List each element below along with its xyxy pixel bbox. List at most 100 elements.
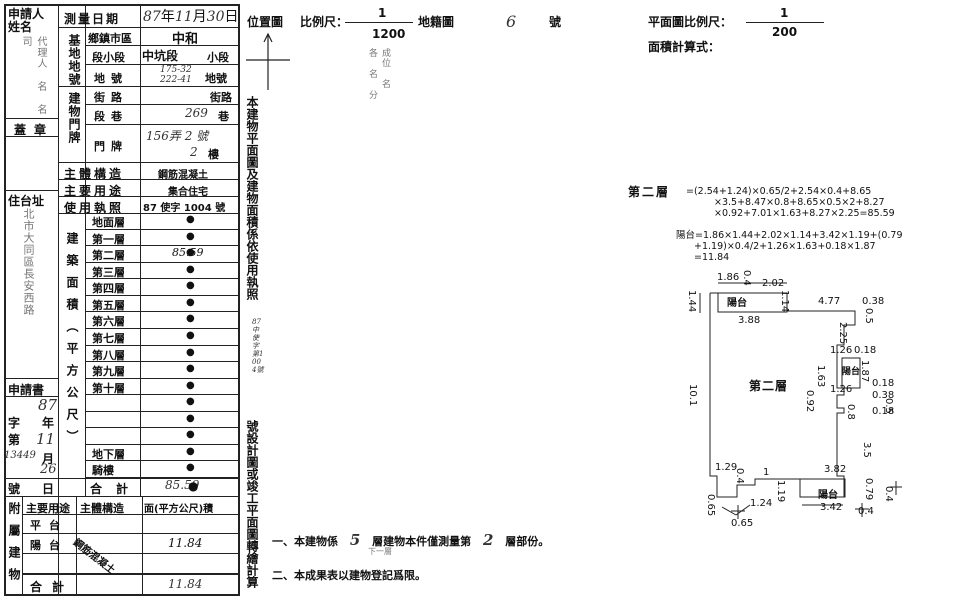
scale-line (345, 22, 413, 23)
applicant-value: 代理人 名 名 司 (20, 36, 46, 115)
plan-dimension-label: 1.26 (830, 345, 853, 356)
floor-row: 第九層● (86, 362, 240, 379)
district-divider (86, 45, 240, 46)
lane-unit: 巷 (218, 110, 229, 123)
floor-mark: ● (186, 313, 195, 325)
side-balcony (841, 357, 861, 389)
floor-col-sep (140, 328, 141, 345)
cadastral-label: 地籍圖 (418, 15, 455, 29)
floor-mark: ● (186, 263, 195, 275)
license-small: 87中使字第1004號 (252, 318, 264, 374)
floor-name: 地面層 (92, 216, 125, 229)
form-col-divider (58, 4, 59, 596)
floor-col-sep (140, 312, 141, 328)
balcony-line-1: 陽台=1.86×1.44+2.02×1.14+3.42×1.19+(0.79 (676, 230, 903, 241)
license-value: 87 使字 1004 號 (143, 203, 226, 214)
floor-mark: ● (186, 230, 195, 242)
lot-divider (59, 86, 240, 87)
structure-value: 鋼筋混凝土 (158, 170, 208, 181)
street-divider (86, 104, 240, 105)
floor-name: 第四層 (92, 282, 125, 296)
plan-dimension-label: 0.92 (804, 390, 815, 413)
plan-dimension-label: 1.29 (715, 462, 738, 473)
application-divider (4, 378, 59, 379)
app-year-label: 字 (8, 416, 21, 430)
section-value: 中坑段 (142, 49, 179, 63)
calc-line-1: =(2.54+1.24)×0.65/2+2.54×0.4+8.65 (686, 186, 872, 197)
floor-unit: 樓 (208, 148, 219, 161)
floor-row: ● (86, 395, 240, 412)
calc-floor-title: 第二層 (628, 185, 671, 199)
scale-den: 1200 (372, 27, 406, 41)
address-top-divider (4, 190, 59, 191)
plan-dimension-label: 1.87 (859, 360, 870, 383)
location-note: 成位 名 各 名 分 (367, 48, 390, 100)
plan-dimension-label: 0.4 (858, 506, 874, 517)
floor-name: 第一層 (92, 232, 125, 246)
license-label: 使用執照 (64, 201, 125, 215)
floor-total-label: 合計 (90, 482, 143, 496)
form-col-divider-2 (85, 4, 86, 496)
survey-date: 87年11月30日 (143, 6, 238, 26)
attached-col-1 (22, 496, 23, 596)
floor-mark: ● (186, 329, 195, 341)
district-value: 中和 (172, 32, 199, 47)
attached-use-header: 主要用途 (26, 502, 70, 515)
plan-dimension-label: 2.02 (762, 278, 785, 289)
floor-mark: ● (186, 429, 195, 441)
floor-name: 第九層 (92, 365, 125, 379)
date-day: 30 (206, 9, 225, 25)
plan-dimension-label: 10.1 (687, 384, 698, 407)
attached-row (22, 554, 240, 574)
floor-mark: ● (186, 462, 195, 474)
plan-dimension-label: 0.4 (883, 486, 894, 502)
floor-total-value: 85.59 (165, 478, 200, 492)
left-form (4, 4, 240, 596)
attached-col-2 (76, 496, 77, 596)
balcony-line-3: =11.84 (694, 252, 730, 263)
floor-row: 地面層● (86, 213, 240, 230)
app-no: 87 (38, 396, 58, 414)
floor-col-sep (140, 295, 141, 312)
plan-dimension-label: 0.5 (883, 398, 894, 414)
base-label: 基地地號 (67, 34, 81, 86)
attached-structure-header: 主體構造 (80, 502, 124, 515)
note1-floor: 2 (482, 531, 494, 549)
use-divider (59, 196, 240, 197)
plan-dimension-label: 0.38 (872, 390, 895, 401)
floor-mark: ● (186, 396, 195, 408)
floor-area-value: 85.59 (172, 246, 204, 260)
floor-mark: ● (186, 412, 195, 424)
note1-sub: 下一層 (368, 547, 392, 556)
lane-divider (86, 124, 240, 125)
date-label: 測量日期 (64, 12, 121, 26)
note-2: 二、本成果表以建物登記爲限。 (272, 569, 426, 582)
floor-row: 第四層● (86, 279, 240, 296)
floor-name: 第三層 (92, 265, 125, 279)
plan-dimension-label: 0.8 (845, 404, 856, 420)
lane-label: 段巷 (94, 110, 128, 123)
note1-floors: 5 (349, 531, 361, 549)
attached-total-value: 11.84 (168, 577, 203, 591)
attached-use: 陽台 (30, 539, 68, 552)
plan-dimension-label: 0.79 (863, 478, 874, 501)
section-divider (86, 64, 240, 65)
floor-mark: ● (186, 379, 195, 391)
plan-dimension-label: 2.25 (837, 322, 848, 345)
app-day-unit: 日 (42, 482, 55, 496)
floor-col-sep (140, 362, 141, 378)
attached-header-divider (22, 514, 240, 515)
floor-row: 騎樓● (86, 461, 240, 478)
applicant-label: 申請人姓名 (8, 7, 45, 34)
plan-dimension-label: 1.24 (750, 498, 773, 509)
door-label: 建物門牌 (67, 92, 81, 144)
number-label: 門牌 (94, 140, 128, 153)
scale-num: 1 (378, 6, 387, 20)
floor-row: 第三層 ● (86, 262, 240, 280)
plan-scale-den: 200 (772, 25, 798, 39)
plan-balcony-side: 陽台 (842, 367, 861, 377)
floor-row: ● (86, 411, 240, 429)
floor-col-sep (140, 461, 141, 477)
